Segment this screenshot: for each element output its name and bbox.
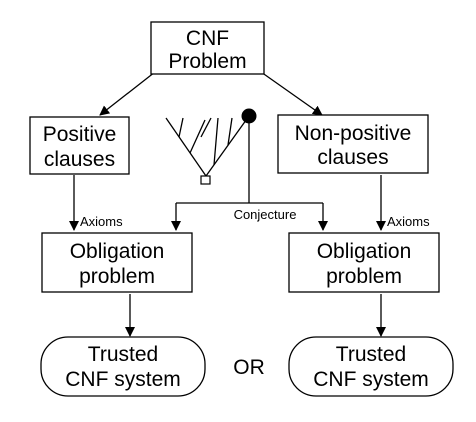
svg-text:CNF system: CNF system — [65, 368, 181, 391]
node-obligation-right: Obligation problem — [288, 232, 440, 293]
svg-text:Trusted: Trusted — [88, 343, 158, 366]
svg-text:problem: problem — [326, 265, 402, 288]
svg-text:Obligation: Obligation — [317, 240, 412, 263]
axioms-label-left: Axioms — [80, 214, 123, 229]
node-non-positive-clauses: Non-positive clauses — [277, 114, 429, 174]
svg-text:Trusted: Trusted — [336, 343, 406, 366]
svg-text:CNF: CNF — [186, 27, 229, 50]
svg-text:Positive: Positive — [43, 123, 117, 146]
svg-text:Non-positive: Non-positive — [295, 122, 412, 145]
svg-text:clauses: clauses — [44, 148, 115, 171]
node-obligation-left: Obligation problem — [41, 232, 193, 293]
node-trusted-left: Trusted CNF system — [40, 336, 206, 397]
proof-tree-icon — [165, 108, 257, 185]
conjecture-connector — [171, 120, 328, 231]
svg-text:CNF system: CNF system — [313, 368, 429, 391]
svg-text:Obligation: Obligation — [70, 240, 165, 263]
node-trusted-right: Trusted CNF system — [288, 336, 454, 397]
svg-text:Problem: Problem — [168, 50, 246, 73]
axioms-label-right: Axioms — [387, 214, 430, 229]
svg-text:clauses: clauses — [317, 146, 388, 169]
or-separator: OR — [233, 356, 265, 379]
node-positive-clauses: Positive clauses — [29, 116, 130, 175]
svg-text:problem: problem — [79, 265, 155, 288]
edge-problem-to-nonpositive — [260, 71, 323, 116]
edge-problem-to-positive — [99, 71, 156, 116]
node-cnf-problem: CNF Problem — [150, 21, 265, 75]
conjecture-label: Conjecture — [234, 207, 297, 222]
